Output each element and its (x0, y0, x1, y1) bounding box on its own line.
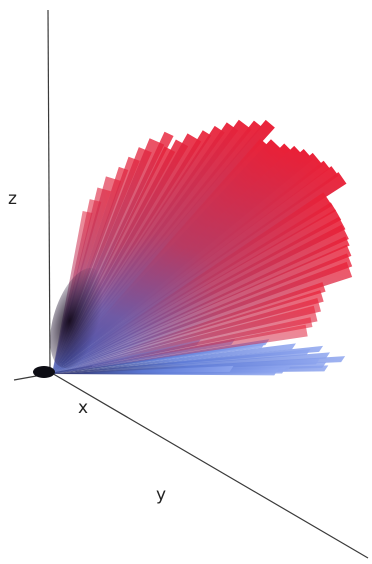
surface-blade (52, 145, 303, 374)
surface-blade (52, 282, 326, 374)
surface-blade (52, 202, 336, 374)
surface-blade (52, 166, 339, 374)
origin-marker (33, 366, 55, 378)
z-axis-label: z (8, 189, 17, 209)
surface-blade (52, 236, 350, 374)
surface-blade (52, 216, 346, 374)
x-axis-label: x (78, 398, 88, 418)
surface-blade (52, 192, 333, 374)
surface-underside-blade (52, 352, 331, 374)
surface-underside-blade (52, 343, 296, 374)
surface-blade (52, 298, 321, 374)
surface-blade (52, 172, 347, 374)
surface-blade (52, 152, 323, 374)
surface-underside-blade (52, 358, 320, 374)
surface-blade (52, 139, 283, 374)
surface-blade (52, 305, 318, 374)
surface-shadow (50, 267, 106, 369)
surface-blade (52, 324, 308, 374)
surface-blade (52, 253, 353, 374)
y-axis-label: y (156, 485, 166, 505)
surface-blade (52, 143, 292, 374)
surface-blade (52, 261, 353, 374)
surface-blade (52, 209, 342, 374)
surface-underside-blade (52, 356, 346, 374)
surface-underside-blade (52, 365, 234, 374)
surface-blade (52, 224, 349, 374)
surface-mesh (33, 119, 353, 378)
surface-blade (52, 160, 330, 374)
y-axis-line (49, 371, 369, 559)
surface-blade (52, 317, 313, 374)
surface-blade (52, 149, 314, 374)
surface-blade (52, 119, 275, 374)
surface-underside-blade (52, 348, 311, 374)
surface-blade (52, 138, 271, 374)
surface-blade (52, 290, 324, 374)
z-axis-line (47, 9, 51, 373)
surface-blade (52, 244, 352, 374)
surface-underside-blade (52, 345, 324, 374)
